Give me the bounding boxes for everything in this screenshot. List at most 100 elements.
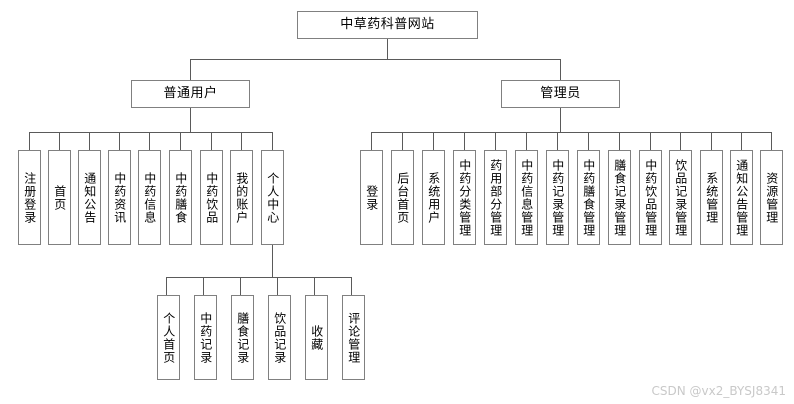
- node-branch-admin[interactable]: 管理员: [501, 80, 620, 108]
- node-admin-medicinal-part-manage[interactable]: 药用部分管理: [484, 150, 507, 245]
- node-admin-notice-manage[interactable]: 通知公告管理: [730, 150, 753, 245]
- node-label: 中药膳食管理: [581, 158, 596, 237]
- node-branch-admin-label: 管理员: [540, 86, 581, 102]
- connector-admin-stem: [560, 108, 561, 132]
- node-user-personal-center[interactable]: 个人中心: [261, 150, 284, 245]
- connector-user-drop-9: [272, 132, 273, 150]
- connector-admin-drop-3: [433, 132, 434, 150]
- connector-pc-drop-2: [203, 277, 204, 295]
- node-label: 个人首页: [161, 311, 176, 364]
- connector-user-drop-7: [211, 132, 212, 150]
- connector-admin-drop-2: [402, 132, 403, 150]
- node-admin-system-user[interactable]: 系统用户: [422, 150, 445, 245]
- connector-pc-drop-5: [314, 277, 315, 295]
- connector-user-drop-6: [180, 132, 181, 150]
- watermark: CSDN @vx2_BYSJ8341: [651, 384, 786, 398]
- connector-root-bus: [190, 59, 561, 60]
- connector-user-drop-3: [89, 132, 90, 150]
- node-admin-system-manage[interactable]: 系统管理: [700, 150, 723, 245]
- node-user-herb-info[interactable]: 中药信息: [138, 150, 161, 245]
- node-user-herb-drink[interactable]: 中药饮品: [200, 150, 223, 245]
- connector-user-drop-8: [241, 132, 242, 150]
- node-label: 膳食记录管理: [612, 158, 627, 237]
- node-label: 中药膳食: [173, 171, 188, 224]
- node-admin-resource-manage[interactable]: 资源管理: [760, 150, 783, 245]
- connector-admin-bus: [371, 132, 771, 133]
- connector-root-stem: [387, 39, 388, 59]
- connector-user-drop-5: [149, 132, 150, 150]
- node-label: 中药饮品管理: [643, 158, 658, 237]
- connector-admin-drop-10: [650, 132, 651, 150]
- node-label: 膳食记录: [235, 311, 250, 364]
- node-admin-diet-record-manage[interactable]: 膳食记录管理: [608, 150, 631, 245]
- node-admin-backend-home[interactable]: 后台首页: [391, 150, 414, 245]
- node-user-my-account[interactable]: 我的账户: [230, 150, 253, 245]
- connector-personal-center-bus: [166, 277, 351, 278]
- node-label: 后台首页: [395, 171, 410, 224]
- connector-admin-drop-12: [711, 132, 712, 150]
- node-admin-herb-info-manage[interactable]: 中药信息管理: [515, 150, 538, 245]
- connector-admin-drop-8: [588, 132, 589, 150]
- node-label: 中药饮品: [204, 171, 219, 224]
- node-label: 通知公告: [82, 171, 97, 224]
- connector-admin-drop-5: [495, 132, 496, 150]
- node-pc-comment-manage[interactable]: 评论管理: [342, 295, 365, 380]
- connector-admin-drop-6: [526, 132, 527, 150]
- connector-admin-drop-13: [741, 132, 742, 150]
- connector-admin-drop-14: [771, 132, 772, 150]
- node-label: 注册登录: [22, 171, 37, 224]
- node-branch-user-label: 普通用户: [163, 86, 218, 102]
- node-label: 个人中心: [265, 171, 280, 224]
- connector-pc-drop-6: [351, 277, 352, 295]
- node-label: 药用部分管理: [488, 158, 503, 237]
- node-pc-personal-home[interactable]: 个人首页: [157, 295, 180, 380]
- node-label: 饮品记录: [272, 311, 287, 364]
- node-pc-diet-record[interactable]: 膳食记录: [231, 295, 254, 380]
- connector-admin-drop-9: [619, 132, 620, 150]
- connector-root-to-user: [190, 59, 191, 80]
- connector-personal-center-stem: [272, 245, 273, 277]
- node-pc-drink-record[interactable]: 饮品记录: [268, 295, 291, 380]
- node-label: 通知公告管理: [734, 158, 749, 237]
- node-root[interactable]: 中草药科普网站: [297, 11, 478, 39]
- node-pc-favorites[interactable]: 收藏: [305, 295, 328, 380]
- node-admin-login[interactable]: 登录: [360, 150, 383, 245]
- node-admin-herb-category-manage[interactable]: 中药分类管理: [453, 150, 476, 245]
- node-label: 我的账户: [234, 171, 249, 224]
- node-branch-user[interactable]: 普通用户: [131, 80, 250, 108]
- node-label: 首页: [52, 184, 67, 211]
- node-admin-herb-record-manage[interactable]: 中药记录管理: [546, 150, 569, 245]
- node-user-notice[interactable]: 通知公告: [78, 150, 101, 245]
- node-label: 资源管理: [764, 171, 779, 224]
- connector-pc-drop-4: [277, 277, 278, 295]
- connector-user-stem: [190, 108, 191, 132]
- node-user-register-login[interactable]: 注册登录: [18, 150, 41, 245]
- node-admin-herb-drink-manage[interactable]: 中药饮品管理: [639, 150, 662, 245]
- node-label: 登录: [364, 184, 379, 211]
- node-label: 评论管理: [346, 311, 361, 364]
- connector-admin-drop-4: [464, 132, 465, 150]
- connector-user-drop-1: [29, 132, 30, 150]
- node-label: 中药记录管理: [550, 158, 565, 237]
- node-user-home[interactable]: 首页: [48, 150, 71, 245]
- node-user-herb-news[interactable]: 中药资讯: [108, 150, 131, 245]
- node-label: 系统管理: [704, 171, 719, 224]
- node-root-label: 中草药科普网站: [340, 17, 435, 33]
- node-label: 收藏: [309, 324, 324, 351]
- connector-root-to-admin: [560, 59, 561, 80]
- connector-pc-drop-3: [240, 277, 241, 295]
- connector-admin-drop-11: [680, 132, 681, 150]
- connector-admin-drop-7: [557, 132, 558, 150]
- connector-user-drop-4: [119, 132, 120, 150]
- node-user-herb-diet[interactable]: 中药膳食: [169, 150, 192, 245]
- node-admin-drink-record-manage[interactable]: 饮品记录管理: [669, 150, 692, 245]
- node-label: 中药分类管理: [457, 158, 472, 237]
- node-admin-herb-diet-manage[interactable]: 中药膳食管理: [577, 150, 600, 245]
- connector-admin-drop-1: [371, 132, 372, 150]
- node-label: 中药记录: [198, 311, 213, 364]
- node-pc-herb-record[interactable]: 中药记录: [194, 295, 217, 380]
- node-label: 中药信息: [142, 171, 157, 224]
- connector-user-drop-2: [59, 132, 60, 150]
- connector-pc-drop-1: [166, 277, 167, 295]
